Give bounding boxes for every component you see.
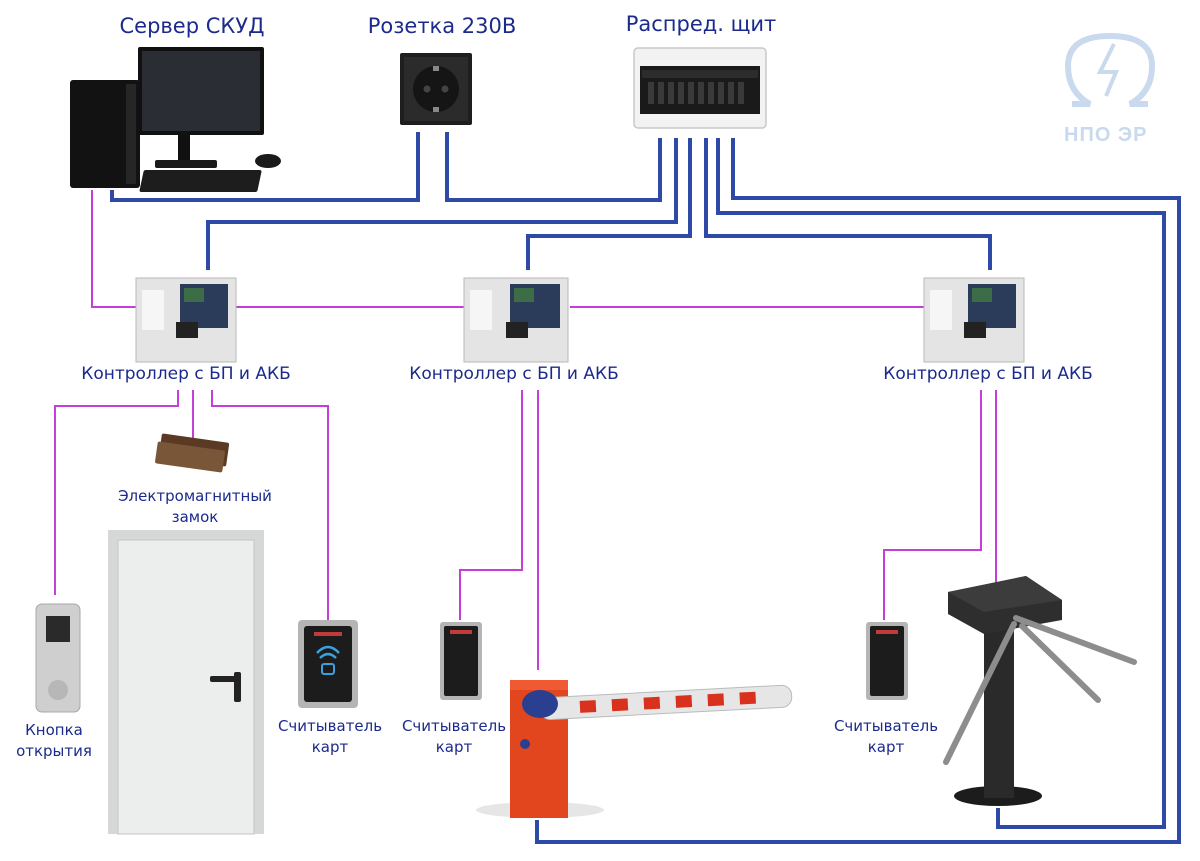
logo-text: НПО ЭР xyxy=(1064,124,1148,146)
power-line-socket xyxy=(445,132,662,202)
reader-3-label-line-2: карт xyxy=(867,738,905,756)
controller-box-icon xyxy=(923,277,1025,363)
socket-label: Розетка 230В xyxy=(367,14,517,38)
lock-label-line-2: замок xyxy=(171,508,219,526)
data-line-reader-2 xyxy=(459,390,523,620)
controller-box-icon xyxy=(135,277,237,363)
button-label: Кнопка открытия xyxy=(6,720,102,762)
reader-2-label-line-2: карт xyxy=(435,738,473,756)
controller-box-icon xyxy=(463,277,569,363)
power-lines xyxy=(110,132,1181,844)
button-label-line-2: открытия xyxy=(16,742,92,760)
exit-button-icon xyxy=(35,603,81,713)
reader-3-label-line-1: Считыватель xyxy=(833,717,939,735)
server-label: Сервер СКУД xyxy=(119,14,265,38)
button-label-line-1: Кнопка xyxy=(25,721,83,739)
reader-2-label-line-1: Считыватель xyxy=(401,717,507,735)
data-line-button xyxy=(54,390,179,595)
reader-1-label-line-2: карт xyxy=(311,738,349,756)
power-line-turnstile xyxy=(716,138,1166,829)
card-reader-icon xyxy=(866,622,908,700)
power-line-barrier xyxy=(535,138,1181,844)
barrier-icon xyxy=(476,680,793,818)
controller-2-label: Контроллер с БП и АКБ xyxy=(409,364,619,384)
controller-1-label: Контроллер с БП и АКБ xyxy=(81,364,291,384)
computer-icon xyxy=(70,47,281,192)
card-reader-icon xyxy=(440,622,482,700)
power-line-server xyxy=(110,132,420,202)
distribution-panel-icon xyxy=(633,47,767,129)
data-lines xyxy=(54,190,997,670)
reader-1-label-line-1: Считыватель xyxy=(277,717,383,735)
door-icon xyxy=(108,530,264,835)
data-line-reader-3 xyxy=(883,390,982,620)
data-line-reader-1 xyxy=(211,390,329,620)
lock-label: Электромагнитный замок xyxy=(100,486,290,528)
lock-label-line-1: Электромагнитный xyxy=(118,487,272,505)
omega-lightning-icon xyxy=(1064,32,1156,107)
data-line-server xyxy=(91,190,138,308)
panel-label: Распред. щит xyxy=(625,12,777,36)
reader-2-label: Считыватель карт xyxy=(398,716,510,758)
reader-3-label: Считыватель карт xyxy=(830,716,942,758)
controller-3-label: Контроллер с БП и АКБ xyxy=(883,364,1093,384)
turnstile-icon xyxy=(943,576,1137,806)
power-line-controller-2 xyxy=(526,138,692,270)
card-reader-icon xyxy=(298,620,358,708)
socket-icon xyxy=(400,53,472,125)
reader-1-label: Считыватель карт xyxy=(274,716,386,758)
power-line-controller-3 xyxy=(704,138,992,270)
magnetic-lock-icon xyxy=(155,433,230,473)
power-line-controller-1 xyxy=(206,138,678,270)
